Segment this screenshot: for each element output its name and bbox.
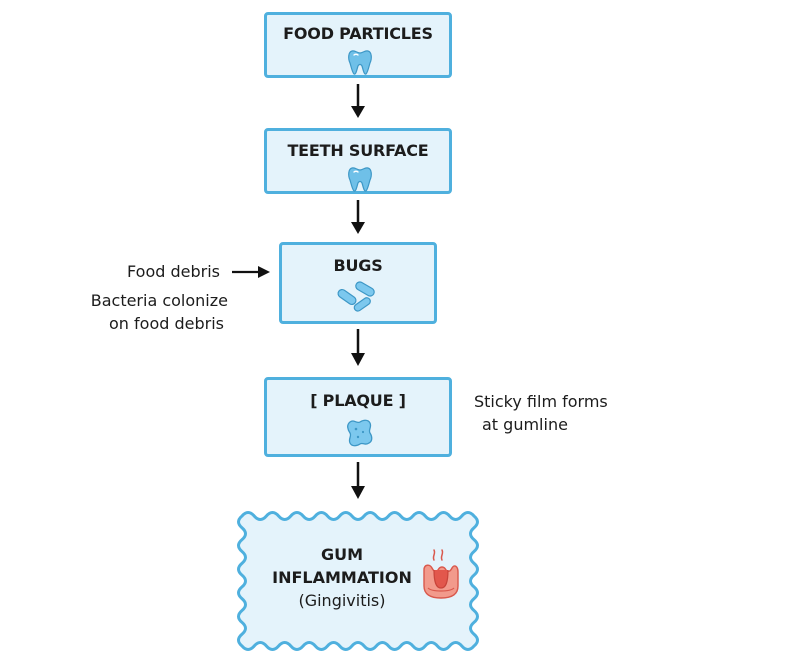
arrow-down-3 — [351, 329, 365, 366]
annotation-bacteria-line2: on food debris — [109, 314, 224, 333]
inflamed-gum-icon — [423, 549, 459, 599]
arrow-down-2 — [351, 200, 365, 234]
annotation-bacteria-line1: Bacteria colonize — [90, 291, 228, 310]
node-teeth-surface: TEETH SURFACE — [264, 128, 452, 194]
node-plaque: [ PLAQUE ] — [264, 377, 452, 457]
node-bugs: BUGS — [279, 242, 437, 324]
node-food-particles: FOOD PARTICLES — [264, 12, 452, 78]
annotation-sticky-line2: at gumline — [482, 415, 568, 434]
arrow-down-4 — [351, 462, 365, 499]
node-plaque-label: [ PLAQUE ] — [310, 391, 406, 410]
node-gum-line2: INFLAMMATION — [272, 568, 412, 587]
arrow-right-food-debris — [232, 266, 270, 278]
tooth-icon — [348, 50, 372, 75]
annotation-sticky-line1: Sticky film forms — [474, 392, 608, 411]
node-teeth-surface-label: TEETH SURFACE — [287, 141, 429, 160]
gum-text-block: GUM INFLAMMATION (Gingivitis) — [262, 543, 422, 612]
node-gum-inflammation — [237, 511, 479, 651]
tooth-icon — [348, 167, 372, 192]
annotation-food-debris: Food debris — [127, 262, 220, 281]
bacteria-icon — [337, 281, 375, 312]
node-food-particles-label: FOOD PARTICLES — [283, 24, 433, 43]
node-gum-sub: (Gingivitis) — [298, 591, 386, 610]
node-gum-line1: GUM — [320, 545, 364, 564]
node-bugs-label: BUGS — [333, 256, 383, 275]
plaque-icon — [347, 419, 373, 447]
arrow-down-1 — [351, 84, 365, 118]
